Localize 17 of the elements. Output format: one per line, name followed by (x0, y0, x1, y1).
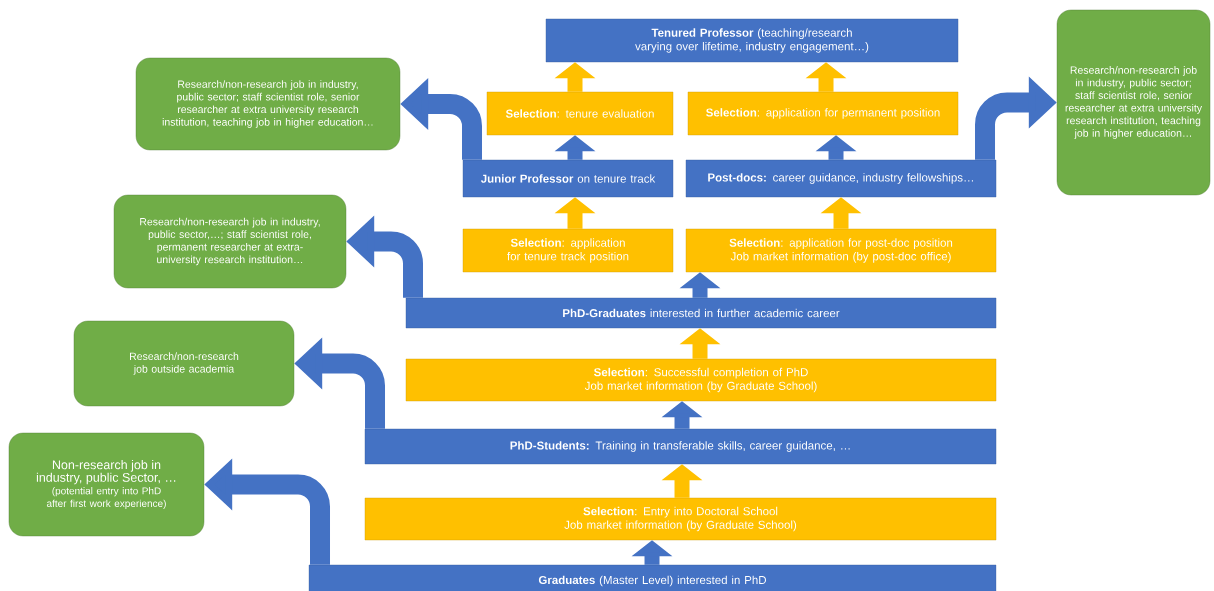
career-box: Research/non-research job in industry, public sector,…; staff scientist role, permanent researcher at extra-university research institution… (113, 194, 347, 289)
career-box: Research/non-research job in industry, public sector; staff scientist role, senior researcher at extra university research institution, teaching job in higher education… (1056, 9, 1211, 196)
stage-box: PhD-Students: Training in transferable skills, career guidance, … (364, 428, 997, 465)
stage-box: PhD-Graduates interested in further academic career (405, 297, 997, 329)
selection-box: Selection: Successful completion of PhD Job market information (by Graduate School) (405, 358, 997, 402)
career-box: Non-research job in industry, public Sector, … (potential entry into PhD after first work experience) (8, 432, 205, 537)
stage-box: Tenured Professor (teaching/research varying over lifetime, industry engagement…) (545, 18, 959, 63)
selection-box: Selection: application for tenure track position (462, 228, 674, 273)
career-box: Research/non-research job outside academia (73, 320, 295, 407)
selection-box: Selection: tenure evaluation (486, 91, 674, 136)
selection-box: Selection: application for permanent position (687, 91, 959, 136)
stage-box: Post-docs: career guidance, industry fellowships… (685, 159, 997, 198)
selection-box: Selection: Entry into Doctoral School Job market information (by Graduate School) (364, 497, 997, 541)
selection-box: Selection: application for post-doc position Job market information (by post-doc office) (685, 228, 997, 273)
stage-box: Graduates (Master Level) interested in PhD (308, 564, 997, 591)
stage-box: Junior Professor on tenure track (462, 159, 674, 198)
career-box: Research/non-research job in industry, public sector; staff scientist role, senior researcher at extra university research institution, teaching job in higher education… (135, 57, 401, 151)
